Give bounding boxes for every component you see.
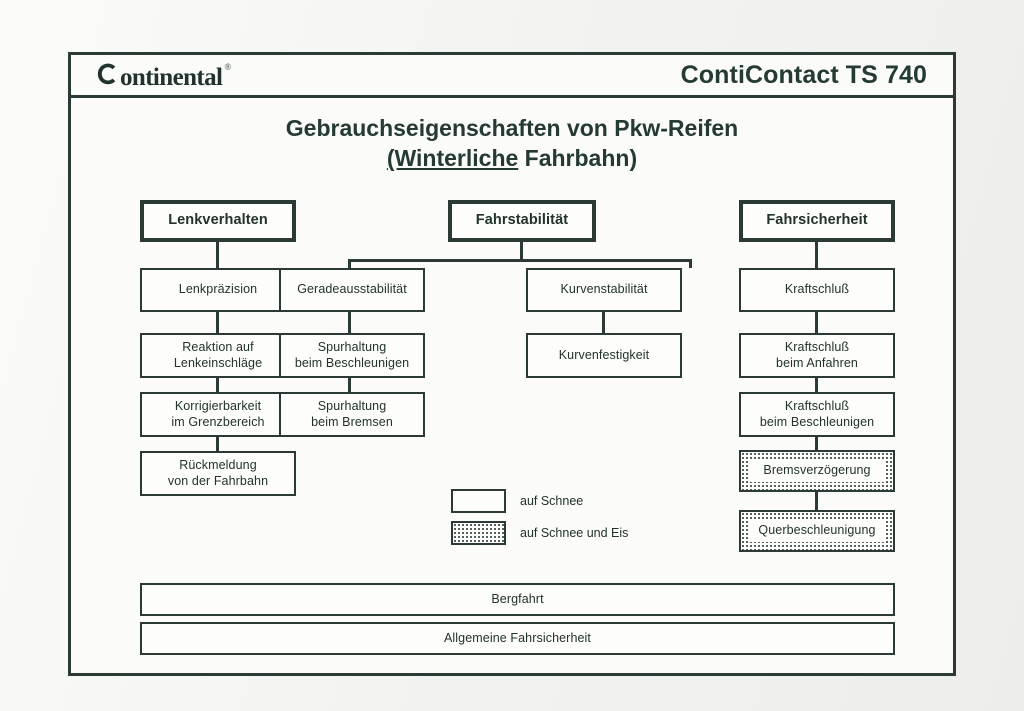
- page-title: Gebrauchseigenschaften von Pkw-Reifen (W…: [71, 113, 953, 174]
- logo-wordmark: ontinental®: [96, 60, 231, 91]
- legend-swatch-dotted: [451, 521, 506, 545]
- registered-mark-icon: ®: [224, 62, 231, 72]
- legend-label-snow: auf Schnee: [520, 494, 584, 508]
- box-bremsverzoegerung-label: Bremsverzögerung: [748, 460, 886, 482]
- connector-geradeaus-1: [348, 312, 351, 333]
- box-kurvenstabilitaet[interactable]: Kurvenstabilität: [526, 268, 682, 312]
- connector-fahrsicherheit-1: [815, 242, 818, 268]
- connector-fahrsicherheit-2: [815, 312, 818, 333]
- box-querbeschleunigung-label: Querbeschleunigung: [748, 520, 886, 542]
- box-kurvenfestigkeit[interactable]: Kurvenfestigkeit: [526, 333, 682, 378]
- box-kraftschluss-beim-anfahren[interactable]: Kraftschluß beim Anfahren: [739, 333, 895, 378]
- header-box-lenkverhalten[interactable]: Lenkverhalten: [140, 200, 296, 242]
- connector-fahrsicherheit-4: [815, 437, 818, 450]
- legend-item-snow: auf Schnee: [451, 489, 583, 513]
- box-kraftschluss-beim-beschleunigen[interactable]: Kraftschluß beim Beschleunigen: [739, 392, 895, 437]
- legend-label-snow-and-ice: auf Schnee und Eis: [520, 526, 629, 540]
- box-spurhaltung-beim-bremsen[interactable]: Spurhaltung beim Bremsen: [279, 392, 425, 437]
- connector-kurven-1: [602, 312, 605, 333]
- connector-fahrstabilitaet-branch-left: [348, 259, 351, 268]
- box-querbeschleunigung[interactable]: Querbeschleunigung: [739, 510, 895, 552]
- page-title-underlined: (Winterliche: [386, 145, 519, 172]
- connector-fahrstabilitaet-stem: [520, 242, 523, 259]
- connector-lenkverhalten-4: [216, 437, 219, 451]
- poster-frame: ontinental® ContiContact TS 740 Gebrauch…: [68, 52, 956, 676]
- box-reaktion-auf-lenkeinschlaege[interactable]: Reaktion auf Lenkeinschläge: [140, 333, 296, 378]
- box-kraftschluss[interactable]: Kraftschluß: [739, 268, 895, 312]
- box-lenkpraezision[interactable]: Lenkpräzision: [140, 268, 296, 312]
- connector-lenkverhalten-3: [216, 378, 219, 392]
- header-box-fahrsicherheit[interactable]: Fahrsicherheit: [739, 200, 895, 242]
- box-geradeausstabilitaet[interactable]: Geradeausstabilität: [279, 268, 425, 312]
- connector-geradeaus-2: [348, 378, 351, 392]
- connector-fahrsicherheit-3: [815, 378, 818, 392]
- connector-fahrsicherheit-5: [815, 492, 818, 510]
- connector-fahrstabilitaet-branch-right: [689, 259, 692, 268]
- header-box-fahrstabilitaet[interactable]: Fahrstabilität: [448, 200, 596, 242]
- connector-lenkverhalten-1: [216, 242, 219, 268]
- page-title-line1: Gebrauchseigenschaften von Pkw-Reifen: [285, 115, 739, 141]
- connector-lenkverhalten-2: [216, 312, 219, 333]
- logo-text: ontinental: [120, 64, 223, 91]
- page-title-line2: (Winterliche Fahrbahn): [71, 143, 953, 173]
- box-korrigierbarkeit-im-grenzbereich[interactable]: Korrigierbarkeit im Grenzbereich: [140, 392, 296, 437]
- page-title-line2-rest: Fahrbahn): [518, 145, 638, 172]
- continental-logo: ontinental®: [96, 59, 231, 91]
- summary-bar-allgemeine-fahrsicherheit[interactable]: Allgemeine Fahrsicherheit: [140, 622, 895, 655]
- box-bremsverzoegerung[interactable]: Bremsverzögerung: [739, 450, 895, 492]
- box-rueckmeldung-von-der-fahrbahn[interactable]: Rückmeldung von der Fahrbahn: [140, 451, 296, 496]
- header-divider: [71, 95, 953, 98]
- summary-bar-bergfahrt[interactable]: Bergfahrt: [140, 583, 895, 616]
- legend-item-snow-and-ice: auf Schnee und Eis: [451, 521, 628, 545]
- product-title: ContiContact TS 740: [680, 60, 927, 89]
- connector-fahrstabilitaet-branch-bar: [348, 259, 692, 262]
- legend-swatch-white: [451, 489, 506, 513]
- box-spurhaltung-beim-beschleunigen[interactable]: Spurhaltung beim Beschleunigen: [279, 333, 425, 378]
- logo-horse-c-icon: [96, 60, 120, 85]
